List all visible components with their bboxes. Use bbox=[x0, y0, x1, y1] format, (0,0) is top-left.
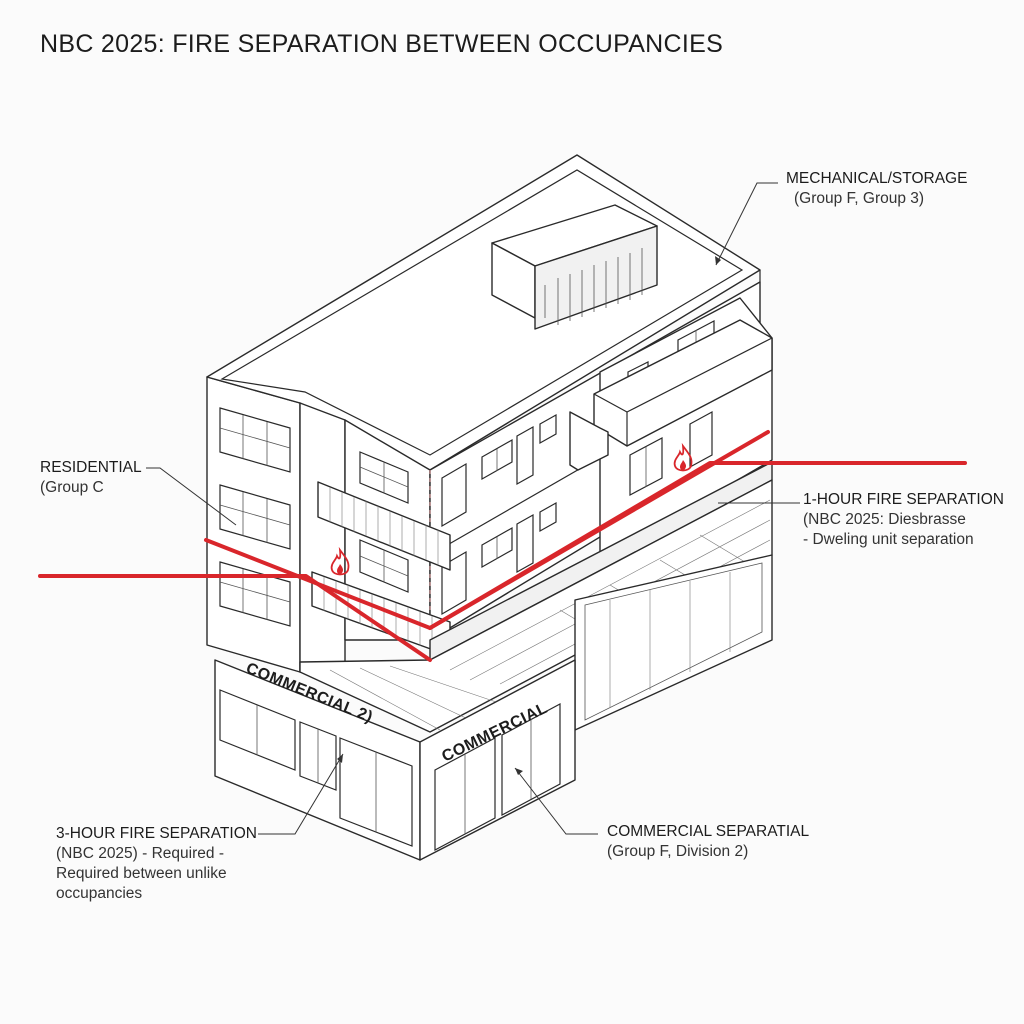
rooftop-mechanical-unit bbox=[491, 204, 658, 330]
mechanical-storage-group: (Group F, Group 3) bbox=[794, 190, 925, 207]
three-hour-description: Required between unlike bbox=[56, 865, 227, 882]
three-hour-title: 3-HOUR FIRE SEPARATION bbox=[56, 825, 257, 842]
mechanical-storage-label: MECHANICAL/STORAGE (Group F, Group 3) bbox=[786, 169, 967, 209]
fire-icon bbox=[673, 442, 693, 472]
commercial-separation-title: COMMERCIAL SEPARATIAL bbox=[607, 823, 810, 840]
one-hour-description: - Dweling unit separation bbox=[803, 531, 974, 548]
three-hour-code: (NBC 2025) - Required - bbox=[56, 845, 224, 862]
three-hour-separation-label: 3-HOUR FIRE SEPARATION (NBC 2025) - Requ… bbox=[56, 824, 257, 904]
left-balconies bbox=[311, 481, 451, 657]
left-tower-windows bbox=[219, 407, 291, 627]
one-hour-title: 1-HOUR FIRE SEPARATION bbox=[803, 491, 1004, 508]
right-wing bbox=[569, 297, 773, 561]
leader-lines bbox=[146, 182, 800, 835]
residential-label: RESIDENTIAL (Group C bbox=[40, 458, 142, 498]
one-hour-separation-line-upper bbox=[428, 430, 770, 630]
left-tower bbox=[206, 376, 301, 673]
podium-slab bbox=[299, 461, 773, 733]
roof bbox=[206, 154, 761, 484]
commercial-podium bbox=[214, 659, 576, 861]
fire-separation-lines bbox=[38, 430, 967, 662]
page-title: NBC 2025: FIRE SEPARATION BETWEEN OCCUPA… bbox=[40, 30, 724, 58]
three-hour-description-cont: occupancies bbox=[56, 885, 143, 902]
three-hour-separation-line bbox=[38, 574, 432, 662]
commercial-separation-label: COMMERCIAL SEPARATIAL (Group F, Division… bbox=[607, 822, 809, 862]
mechanical-storage-title: MECHANICAL/STORAGE bbox=[786, 170, 968, 187]
residential-group: (Group C bbox=[40, 479, 104, 496]
fire-icon bbox=[330, 546, 350, 576]
commercial-separation-group: (Group F, Division 2) bbox=[607, 843, 749, 860]
one-hour-code: (NBC 2025: Diesbrasse bbox=[803, 511, 966, 528]
one-hour-separation-label: 1-HOUR FIRE SEPARATION (NBC 2025: Diesbr… bbox=[803, 490, 1004, 550]
residential-title: RESIDENTIAL bbox=[40, 459, 142, 476]
